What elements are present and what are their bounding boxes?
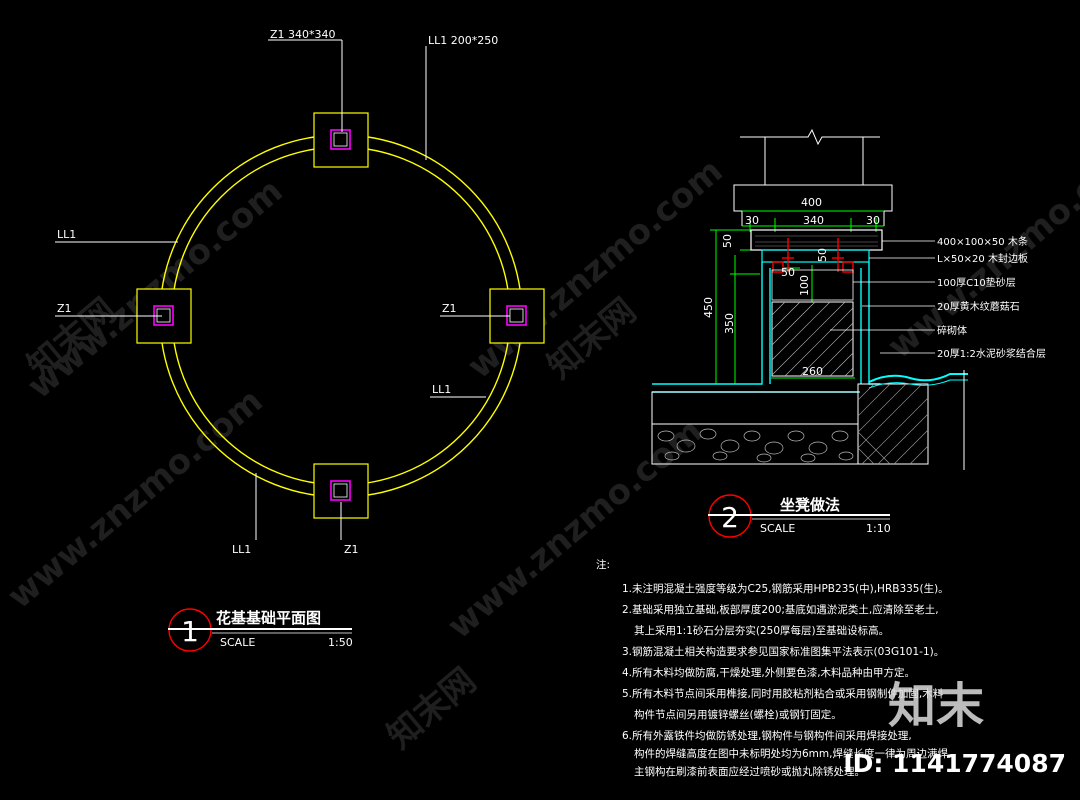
plan-leaders <box>55 39 510 540</box>
plan-scale-value: 1:50 <box>328 636 353 649</box>
note-line: 6.所有外露铁件均做防锈处理,钢构件与钢构件间采用焊接处理, <box>622 729 912 742</box>
dim-260: 260 <box>802 365 823 378</box>
label-ll1-bottom: LL1 <box>232 543 251 556</box>
note-line: 4.所有木料均做防腐,干燥处理,外侧要色漆,木料品种由甲方定。 <box>622 666 915 679</box>
dim-30-right: 30 <box>866 214 880 227</box>
note-line: 其上采用1:1砂石分层夯实(250厚每层)至基础设标高。 <box>634 624 889 637</box>
label-z1-right: Z1 <box>442 302 457 315</box>
rubble-core <box>771 301 854 377</box>
plan-scale-label: SCALE <box>220 636 255 649</box>
callout-2: L×50×20 木封边板 <box>937 252 1028 265</box>
section-title: 坐凳做法 <box>780 496 840 514</box>
callout-leaders <box>830 240 935 354</box>
callout-6: 20厚1:2水泥砂浆结合层 <box>937 347 1046 360</box>
brick-hatch <box>857 383 929 465</box>
dim-50: 50 <box>721 234 734 248</box>
note-line: 构件节点间另用镀锌螺丝(螺栓)或钢钉固定。 <box>634 708 842 721</box>
hatch <box>771 301 854 377</box>
label-z1-size: Z1 340*340 <box>270 28 336 41</box>
callout-5: 碎砌体 <box>937 324 967 337</box>
label-ll1-right: LL1 <box>432 383 451 396</box>
dim-50-c: 50 <box>816 248 829 262</box>
dim-30-left: 30 <box>745 214 759 227</box>
label-ll1-size: LL1 200*250 <box>428 34 498 47</box>
dim-50-b: 50 <box>781 266 795 279</box>
title-number: 1 <box>181 615 199 648</box>
plan-foundation: Z1 340*340 LL1 200*250 LL1 Z1 Z1 LL1 LL1… <box>55 28 545 652</box>
section-scale-label: SCALE <box>760 522 795 535</box>
label-z1-bottom: Z1 <box>344 543 359 556</box>
title-number: 2 <box>721 501 739 534</box>
dim-340: 340 <box>803 214 824 227</box>
note-line: 2.基础采用独立基础,板部厚度200;基底如遇淤泥类土,应清除至老土, <box>622 603 939 616</box>
section-title-block: 2 坐凳做法 SCALE 1:10 <box>708 494 891 538</box>
plan-title: 花基基础平面图 <box>216 609 321 627</box>
watermark-logo: 知末 <box>888 678 984 734</box>
note-line: 5.所有木料节点间采用榫接,同时用胶粘剂粘合或采用钢制件加固,木料 <box>622 687 944 700</box>
section-scale-value: 1:10 <box>866 522 891 535</box>
dim-450: 450 <box>702 297 715 318</box>
watermark-id: ID: 1141774087 <box>843 749 1066 778</box>
edge-board <box>761 249 870 263</box>
dim-350: 350 <box>723 313 736 334</box>
notes: 注: 1.未注明混凝土强度等级为C25,钢筋采用HPB235(中),HRB335… <box>596 558 951 778</box>
gravel <box>657 428 854 463</box>
section-bench: 400 30 340 30 50 450 350 50 50 100 260 4… <box>651 128 1046 538</box>
fixing-bolts <box>772 238 854 273</box>
note-line: 1.未注明混凝土强度等级为C25,钢筋采用HPB235(中),HRB335(生)… <box>622 582 949 595</box>
note-line: 构件的焊缝高度在图中未标明处均为6mm,焊缝长度一律为周边满焊, <box>634 747 951 760</box>
label-z1-left: Z1 <box>57 302 72 315</box>
callout-4: 20厚黄木纹蘑菇石 <box>937 300 1020 313</box>
column-top <box>313 112 369 168</box>
callout-3: 100厚C10垫砂层 <box>937 276 1016 289</box>
water-line <box>868 373 968 383</box>
dimension-lines <box>710 210 884 385</box>
notes-heading: 注: <box>596 558 610 571</box>
plan-title-block: 1 花基基础平面图 SCALE 1:50 <box>168 608 353 652</box>
note-line: 3.钢筋混凝土相关构造要求参见国家标准图集平法表示(03G101-1)。 <box>622 645 944 658</box>
dim-400: 400 <box>801 196 822 209</box>
label-ll1-left: LL1 <box>57 228 76 241</box>
dim-100: 100 <box>798 275 811 296</box>
note-line: 主钢构在刷漆前表面应经过喷砂或抛丸除锈处理。 <box>634 765 865 778</box>
callout-1: 400×100×50 木条 <box>937 235 1028 248</box>
